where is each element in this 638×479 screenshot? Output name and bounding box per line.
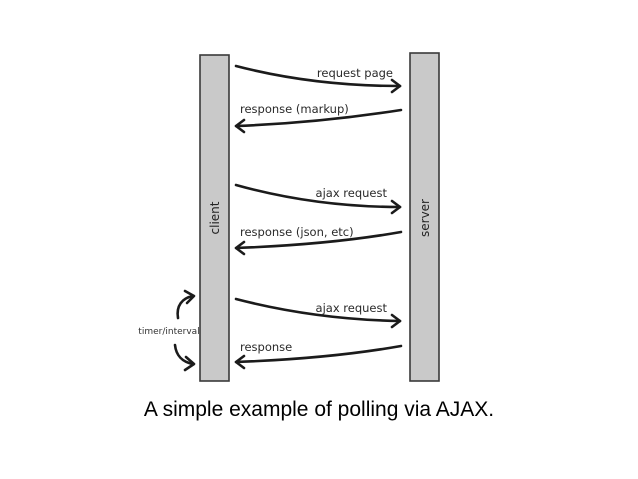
- message-label: request page: [317, 66, 393, 80]
- message-response-json: response (json, etc): [234, 225, 403, 256]
- timer-interval-loop: timer/interval: [138, 289, 200, 372]
- message-response-markup: response (markup): [234, 102, 403, 134]
- message-label: ajax request: [316, 301, 388, 315]
- client-lifeline: [199, 54, 230, 382]
- arrowhead-left: [234, 354, 246, 370]
- diagram-caption: A simple example of polling via AJAX.: [143, 398, 495, 421]
- timer-interval-label: timer/interval: [138, 327, 199, 337]
- message-request-page: request page: [234, 64, 402, 94]
- message-ajax-request-2: ajax request: [234, 297, 402, 329]
- message-label: ajax request: [316, 186, 388, 200]
- loop-arrow-up: [176, 294, 195, 320]
- message-arrow: [234, 230, 403, 250]
- message-response: response: [234, 340, 403, 370]
- loop-arrow-down: [173, 343, 195, 366]
- server-lifeline: [409, 52, 440, 382]
- arrowhead-left: [234, 240, 246, 256]
- message-label: response (json, etc): [240, 225, 354, 239]
- arrowhead-left: [234, 118, 246, 134]
- message-arrow: [234, 183, 402, 209]
- message-label: response: [240, 340, 292, 354]
- arrowhead-down: [183, 355, 196, 372]
- server-label: server: [418, 199, 432, 237]
- message-arrow: [234, 108, 403, 128]
- message-arrow: [234, 297, 402, 323]
- message-arrow: [234, 64, 402, 88]
- arrowhead-right: [390, 199, 402, 215]
- client-label: client: [208, 201, 222, 234]
- arrowhead-right: [390, 78, 402, 94]
- arrowhead-up: [183, 289, 196, 305]
- message-ajax-request-1: ajax request: [234, 183, 402, 215]
- message-label: response (markup): [240, 102, 349, 116]
- arrowhead-right: [390, 313, 402, 329]
- message-arrow: [234, 344, 403, 364]
